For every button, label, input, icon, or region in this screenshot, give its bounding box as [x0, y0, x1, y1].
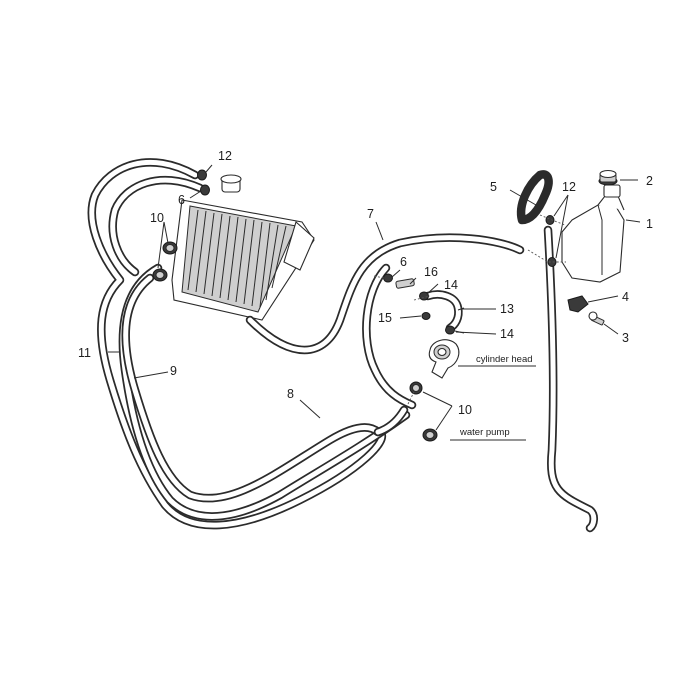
callout-13: 13 — [500, 302, 514, 316]
callout-16: 16 — [424, 265, 438, 279]
callout-2: 2 — [646, 174, 653, 188]
clamp-15 — [421, 312, 431, 320]
clamp-12-tank-b — [547, 257, 557, 267]
callout-7: 7 — [367, 207, 374, 221]
hose-5 — [516, 170, 553, 225]
clamps — [152, 169, 557, 442]
fitting-16 — [395, 278, 415, 289]
fittings — [395, 278, 460, 379]
radiator — [171, 174, 315, 321]
callout-5: 5 — [490, 180, 497, 194]
tank-screw — [588, 311, 605, 326]
callout-12-radiator: 12 — [218, 149, 232, 163]
callout-numbers: 12 6 10 11 9 8 7 6 16 14 15 13 14 10 5 1… — [78, 149, 653, 417]
callout-6-radiator: 6 — [178, 193, 185, 207]
callout-10-pump: 10 — [458, 403, 472, 417]
label-water-pump: water pump — [459, 427, 510, 438]
callout-8: 8 — [287, 387, 294, 401]
callout-14-upper: 14 — [444, 278, 458, 292]
callout-12-tank: 12 — [562, 180, 576, 194]
clamp-6-fitting — [383, 273, 393, 283]
tank-bracket — [567, 295, 589, 313]
callout-4: 4 — [622, 290, 629, 304]
callout-3: 3 — [622, 331, 629, 345]
callout-1: 1 — [646, 217, 653, 231]
text-labels: cylinder head water pump — [459, 354, 533, 438]
clamp-12-tank-a — [545, 215, 555, 225]
tank-cap — [598, 169, 618, 186]
assembly-lines — [373, 214, 566, 405]
callout-9: 9 — [170, 364, 177, 378]
leader-lines — [108, 164, 641, 441]
hoses — [87, 158, 598, 533]
clamp-12-radiator-top — [197, 169, 207, 181]
expansion-tank — [561, 169, 625, 326]
clamp-6-radiator — [200, 184, 210, 196]
cylinder-head-outlet — [428, 339, 460, 379]
callout-6-fitting: 6 — [400, 255, 407, 269]
clamp-14-lower — [445, 325, 455, 335]
callout-15: 15 — [378, 311, 392, 325]
callout-11: 11 — [78, 346, 91, 360]
label-cylinder-head: cylinder head — [476, 354, 533, 365]
callout-10-radiator: 10 — [150, 211, 164, 225]
callout-14-lower: 14 — [500, 327, 514, 341]
